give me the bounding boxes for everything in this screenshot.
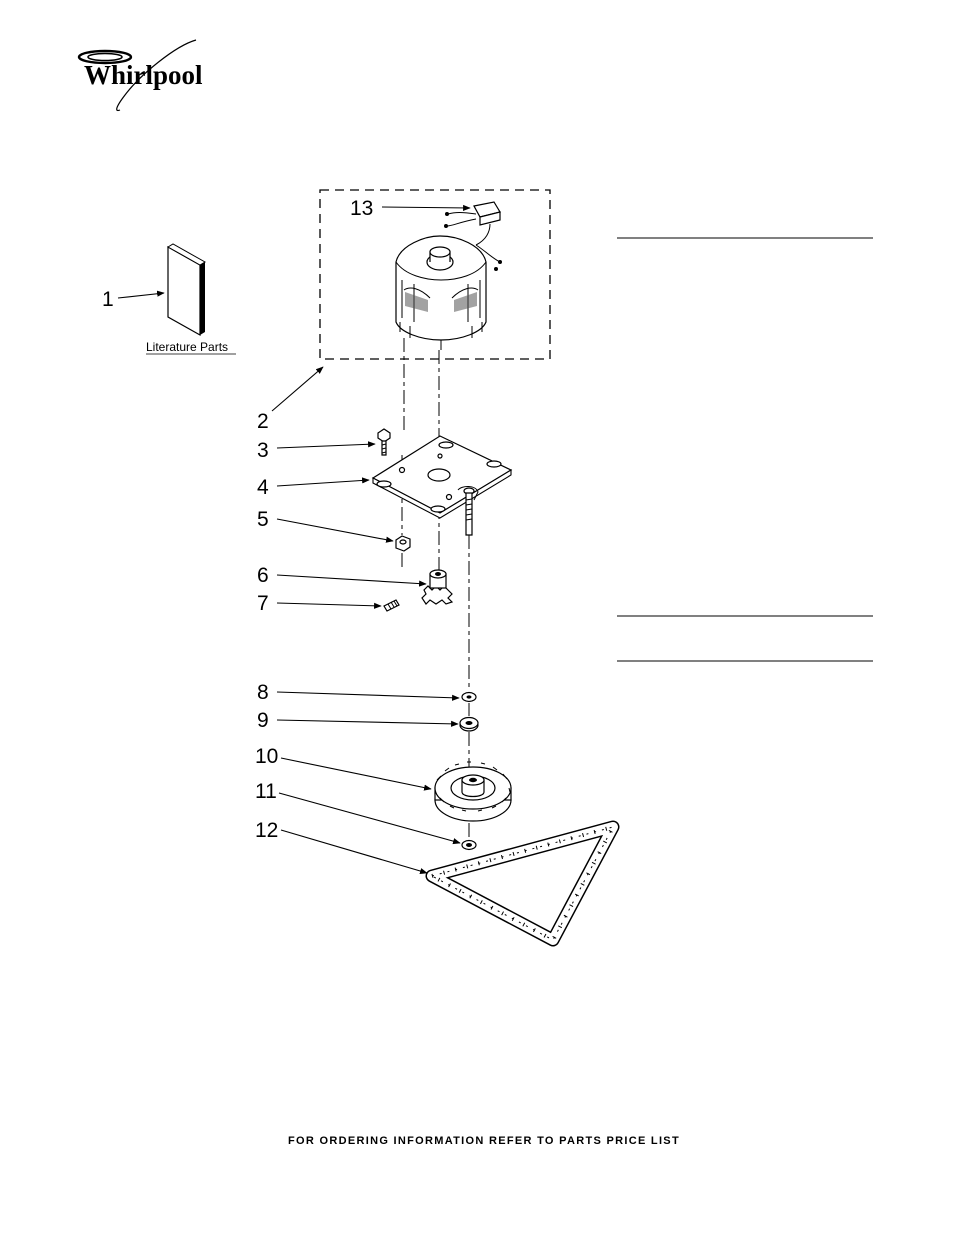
callout-leader-13 bbox=[381, 204, 471, 212]
callout-leader-11 bbox=[278, 792, 461, 845]
drive-motor bbox=[395, 235, 487, 350]
callout-13: 13 bbox=[350, 197, 373, 220]
drive-sprocket bbox=[421, 569, 454, 605]
bearing bbox=[459, 716, 479, 732]
callout-3: 3 bbox=[257, 439, 269, 462]
brand-wordmark: Whirlpool bbox=[84, 60, 203, 90]
callout-9: 9 bbox=[257, 709, 269, 732]
callout-4: 4 bbox=[257, 476, 269, 499]
literature-parts-label: Literature Parts bbox=[146, 340, 228, 354]
mounting-screw bbox=[377, 428, 391, 456]
callout-leader-8 bbox=[276, 691, 460, 701]
callout-2: 2 bbox=[257, 410, 269, 433]
washer bbox=[461, 691, 477, 703]
whirlpool-logo: Whirlpool bbox=[77, 39, 203, 112]
callout-leader-2 bbox=[271, 366, 324, 412]
callout-leader-4 bbox=[276, 477, 370, 487]
callout-6: 6 bbox=[257, 564, 269, 587]
callout-11: 11 bbox=[255, 780, 277, 803]
callout-8: 8 bbox=[257, 681, 269, 704]
callout-5: 5 bbox=[257, 508, 269, 531]
callout-leader-10 bbox=[280, 757, 432, 791]
callout-12: 12 bbox=[255, 819, 278, 842]
ordering-info-footer: FOR ORDERING INFORMATION REFER TO PARTS … bbox=[288, 1135, 680, 1147]
driven-gear bbox=[434, 761, 512, 822]
literature-booklet bbox=[167, 243, 206, 337]
drive-chain bbox=[425, 820, 620, 947]
motor-mounting-plate bbox=[371, 435, 513, 536]
set-screw bbox=[383, 599, 400, 612]
callout-leader-7 bbox=[276, 602, 382, 609]
motor-assembly-box bbox=[319, 189, 551, 360]
callout-leader-12 bbox=[280, 829, 428, 874]
callout-7: 7 bbox=[257, 592, 269, 615]
callout-1: 1 bbox=[102, 288, 114, 311]
hex-nut bbox=[395, 535, 411, 552]
callout-leader-9 bbox=[276, 719, 459, 727]
callout-10: 10 bbox=[255, 745, 278, 768]
callout-leader-1 bbox=[117, 290, 165, 299]
retaining-ring bbox=[461, 839, 477, 851]
callout-leader-5 bbox=[276, 518, 394, 543]
callout-leader-6 bbox=[276, 574, 427, 587]
callout-leader-3 bbox=[276, 441, 376, 449]
wiring-harness bbox=[444, 201, 502, 271]
